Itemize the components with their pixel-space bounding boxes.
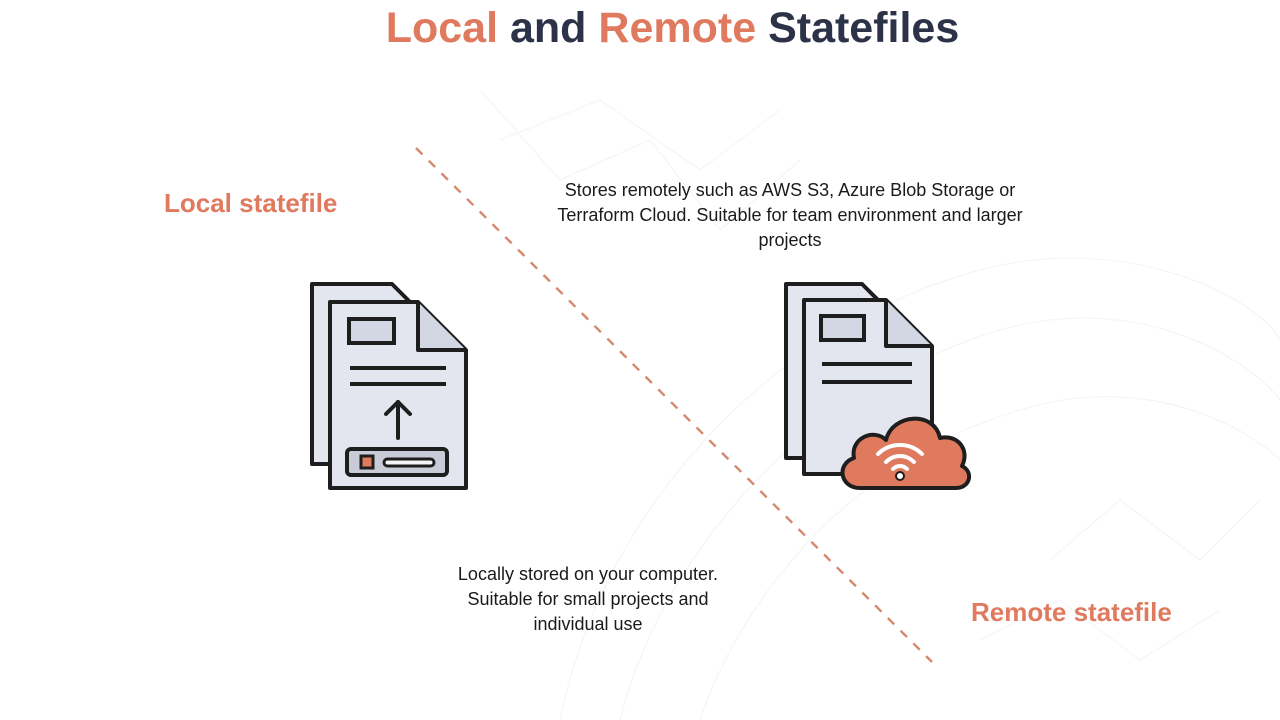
title-local: Local	[385, 4, 499, 52]
title-remote: Remote	[598, 4, 757, 52]
remote-description: Stores remotely such as AWS S3, Azure Bl…	[510, 178, 1070, 253]
page-title: Local and Remote Statefiles	[0, 4, 1280, 53]
local-description: Locally stored on your computer. Suitabl…	[428, 562, 748, 637]
title-and: and	[510, 4, 587, 52]
title-statefiles: Statefiles	[768, 4, 960, 52]
local-statefile-label: Local statefile	[164, 188, 338, 218]
remote-statefile-label: Remote statefile	[971, 597, 1172, 627]
document-upload-drive-icon	[310, 282, 468, 490]
local-description-line: Locally stored on your computer.	[457, 564, 719, 584]
document-cloud-wifi-icon	[784, 282, 972, 490]
local-description-line: Suitable for small projects and	[467, 589, 709, 609]
remote-description-line: projects	[758, 230, 822, 250]
local-description-line: individual use	[533, 614, 643, 634]
remote-description-line: Stores remotely such as AWS S3, Azure Bl…	[564, 180, 1016, 200]
remote-description-line: Terraform Cloud. Suitable for team envir…	[557, 205, 1023, 225]
